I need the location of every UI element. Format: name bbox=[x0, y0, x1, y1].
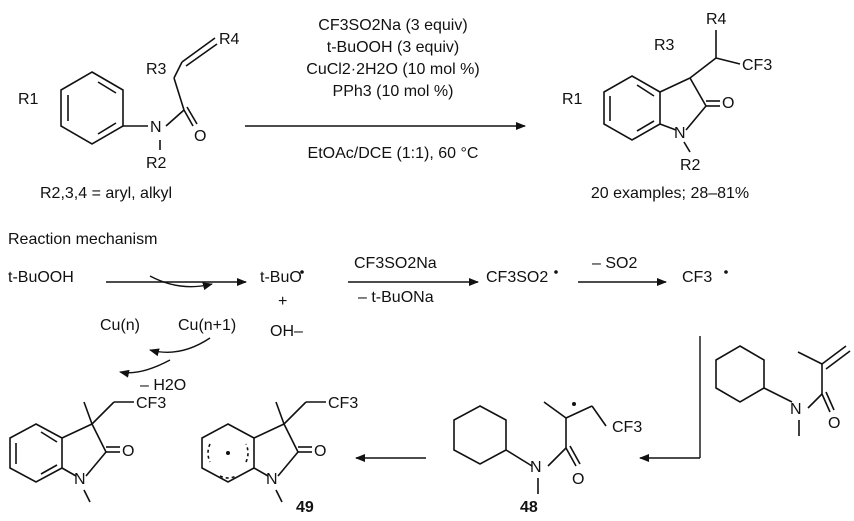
cf3so2-radical-label: CF3SO2 bbox=[486, 269, 548, 286]
oxygen-label: O bbox=[122, 443, 134, 460]
starting-acrylamide: R1 N R2 O R3 R4 R2,3,4 = aryl, alkyl bbox=[18, 31, 240, 202]
reagent-2: t-BuOOH (3 equiv) bbox=[327, 39, 459, 56]
benzene-ring bbox=[715, 345, 765, 403]
radical-dot bbox=[554, 270, 558, 274]
reagent-4: PPh3 (10 mol %) bbox=[333, 83, 454, 100]
cu-n1-label: Cu(n+1) bbox=[178, 317, 236, 334]
methacrylamide-substrate: N O bbox=[639, 336, 851, 462]
mechanism-step-1: t-BuOOH Cu(n) Cu(n+1) – H2O t-BuO + OH– bbox=[8, 269, 304, 394]
reagent-1: CF3SO2Na (3 equiv) bbox=[318, 17, 467, 34]
radical-intermediate-48: N O CF3 48 bbox=[453, 401, 642, 516]
r3-label: R3 bbox=[146, 61, 167, 78]
cf3-label: CF3 bbox=[742, 57, 772, 74]
compound-48-label: 48 bbox=[520, 499, 538, 516]
radical-dot bbox=[300, 270, 304, 274]
radical-dot bbox=[724, 270, 728, 274]
cf3-label: CF3 bbox=[328, 395, 358, 412]
conditions-text: EtOAc/DCE (1:1), 60 °C bbox=[308, 145, 479, 162]
benzene-ring bbox=[453, 405, 507, 465]
cf3-label: CF3 bbox=[136, 395, 166, 412]
mechanism-heading: Reaction mechanism bbox=[8, 231, 157, 248]
r1-label: R1 bbox=[562, 91, 583, 108]
nitrogen-label: N bbox=[150, 119, 162, 136]
cf3-label: CF3 bbox=[612, 419, 642, 436]
minus-tbuona-label: – t-BuONa bbox=[358, 289, 434, 306]
radical-dot bbox=[226, 451, 230, 455]
product-oxindole: O N R2 R1 R3 R4 CF3 20 examples; 28–81% bbox=[562, 11, 772, 202]
plus-label: + bbox=[278, 293, 287, 310]
hydroxide-label: OH– bbox=[270, 323, 303, 340]
r1-label: R1 bbox=[18, 91, 39, 108]
cf3so2na-label: CF3SO2Na bbox=[354, 255, 437, 272]
r4-label: R4 bbox=[706, 11, 727, 28]
r3-label: R3 bbox=[654, 37, 675, 54]
benzene-ring bbox=[60, 71, 124, 145]
cf3-radical-label: CF3 bbox=[682, 269, 712, 286]
cu-cycle-top-arrow bbox=[149, 275, 213, 291]
r4-label: R4 bbox=[219, 31, 240, 48]
radical-intermediate-49: O N CF3 49 bbox=[201, 395, 358, 516]
compound-49-label: 49 bbox=[296, 499, 314, 516]
r2-label: R2 bbox=[146, 155, 167, 172]
benzene-ring bbox=[603, 75, 661, 141]
water-loss-arrow bbox=[119, 359, 171, 378]
tbuooh-label: t-BuOOH bbox=[8, 269, 74, 286]
mechanism-step-2: CF3SO2Na – t-BuONa CF3SO2 – SO2 CF3 bbox=[348, 255, 728, 306]
reaction-conditions: CF3SO2Na (3 equiv) t-BuOOH (3 equiv) CuC… bbox=[245, 17, 526, 162]
delocalized-bonds bbox=[207, 443, 249, 479]
oxygen-label: O bbox=[314, 443, 326, 460]
minus-h2o-label: – H2O bbox=[140, 377, 186, 394]
nitrogen-label: N bbox=[266, 471, 278, 488]
nitrogen-label: N bbox=[74, 471, 86, 488]
minus-so2-label: – SO2 bbox=[592, 255, 637, 272]
r2-label: R2 bbox=[680, 157, 701, 174]
benzene-ring bbox=[9, 423, 63, 483]
result-note: 20 examples; 28–81% bbox=[591, 185, 749, 202]
radical-dot bbox=[572, 402, 576, 406]
nitrogen-label: N bbox=[674, 125, 686, 142]
substituents-note: R2,3,4 = aryl, alkyl bbox=[40, 185, 172, 202]
oxygen-label: O bbox=[194, 128, 206, 145]
nitrogen-label: N bbox=[530, 459, 542, 476]
nitrogen-label: N bbox=[790, 401, 802, 418]
final-oxindole: O N CF3 bbox=[9, 395, 166, 503]
reagent-3: CuCl2·2H2O (10 mol %) bbox=[306, 61, 479, 78]
cu-cycle-bottom-arrow bbox=[149, 337, 211, 357]
oxygen-label: O bbox=[722, 95, 734, 112]
tbuo-radical-label: t-BuO bbox=[260, 269, 302, 286]
cu-n-label: Cu(n) bbox=[100, 317, 140, 334]
oxygen-label: O bbox=[828, 415, 840, 432]
oxygen-label: O bbox=[572, 471, 584, 488]
